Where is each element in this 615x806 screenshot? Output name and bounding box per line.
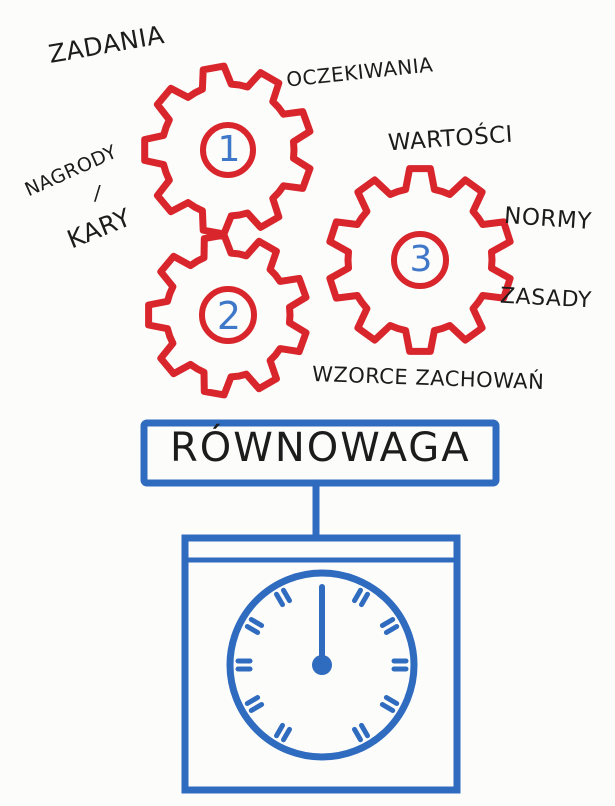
gear-3-number: 3 <box>406 242 436 278</box>
dial-tick <box>382 620 392 626</box>
gear-2-number: 2 <box>214 297 244 335</box>
label-zasady: ZASADY <box>499 286 592 313</box>
dial-tick <box>362 725 368 735</box>
dial-tick <box>251 705 261 711</box>
dial-tick <box>284 590 290 600</box>
dial-tick <box>277 594 283 604</box>
label-slash: / <box>94 183 101 203</box>
dial-tick <box>247 698 257 704</box>
dial-tick <box>355 590 361 600</box>
label-normy: NORMY <box>503 205 592 234</box>
dial-tick <box>247 627 257 633</box>
dial-tick <box>251 620 261 626</box>
dial-tick <box>284 729 290 739</box>
gear-1-number: 1 <box>214 132 244 168</box>
dial-tick <box>382 705 392 711</box>
label-rownowaga: RÓWNOWAGA <box>170 428 471 468</box>
clock-dial-icon <box>230 573 414 757</box>
dial-tick <box>355 729 361 739</box>
dial-tick <box>386 698 396 704</box>
dial-tick <box>277 725 283 735</box>
dial-tick <box>386 627 396 633</box>
dial-tick <box>362 594 368 604</box>
